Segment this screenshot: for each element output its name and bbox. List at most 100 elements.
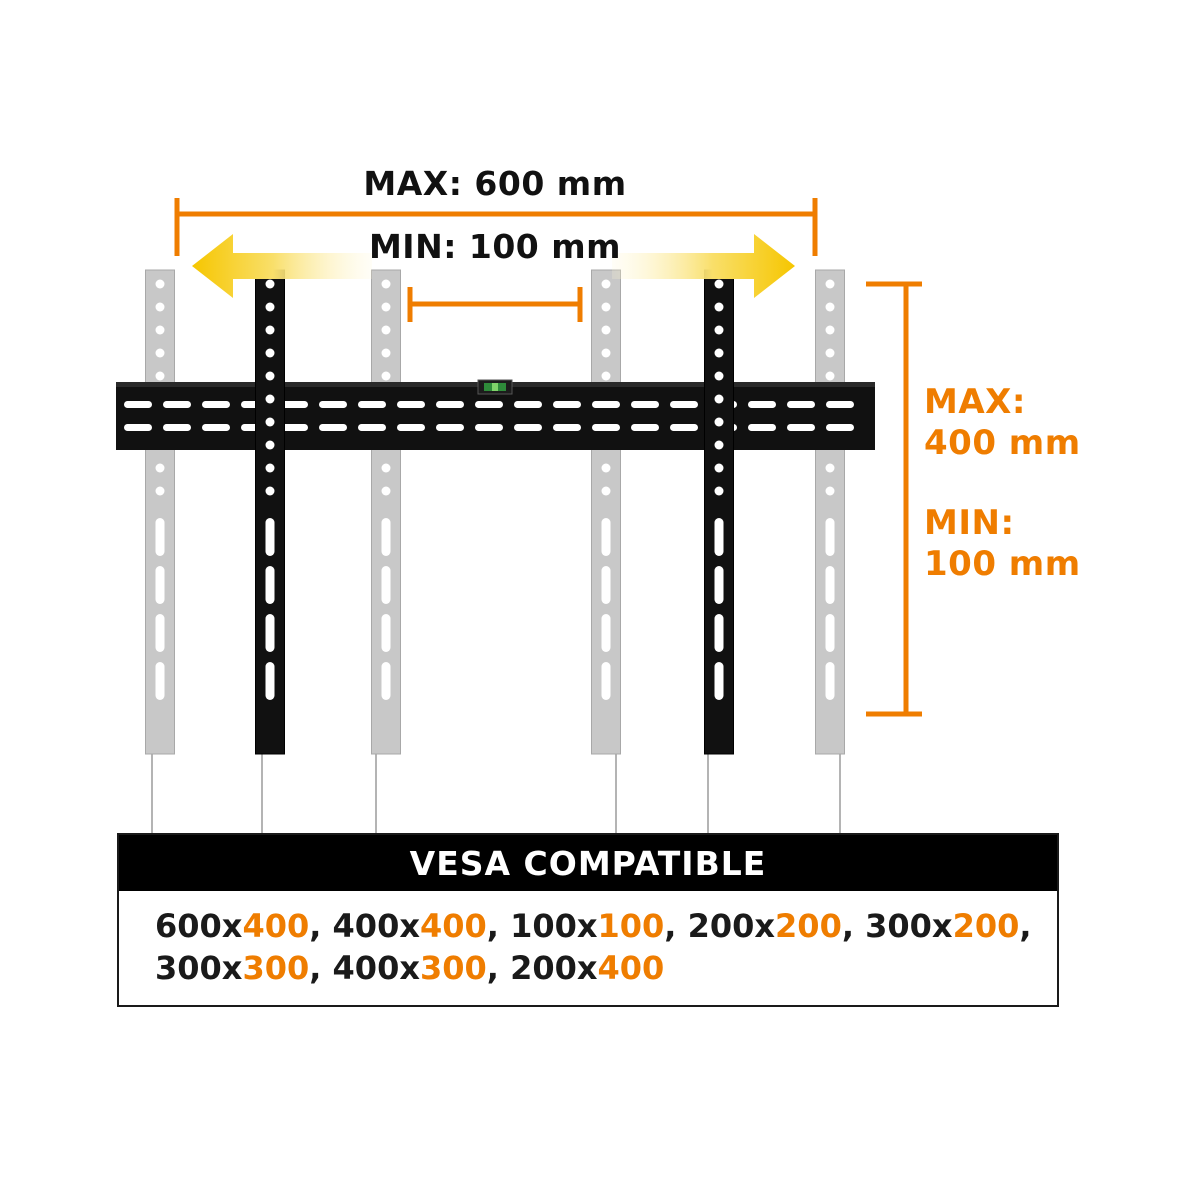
- bracket-hole: [381, 348, 391, 358]
- plate-slot: [670, 424, 698, 431]
- vesa-compatible-box: VESA COMPATIBLE 600x400, 400x400, 100x10…: [117, 833, 1059, 1007]
- bracket-slot: [381, 662, 391, 700]
- plate-slot: [787, 424, 815, 431]
- plate-slot: [514, 401, 542, 408]
- vesa-line: 600x400, 400x400, 100x100, 200x200, 300x…: [155, 905, 1057, 947]
- plate-slot: [397, 401, 425, 408]
- height-max-value: 400 mm: [924, 423, 1081, 463]
- bracket-hole: [714, 463, 724, 473]
- bracket-hole: [714, 348, 724, 358]
- height-min-label: MIN: 100 mm: [924, 503, 1081, 585]
- plate-slot: [280, 401, 308, 408]
- bracket-hole: [601, 302, 611, 312]
- bracket-hole: [714, 371, 724, 381]
- plate-slot: [319, 401, 347, 408]
- bracket-slot: [825, 518, 835, 556]
- bracket-hole: [155, 279, 165, 289]
- plate-slot: [592, 401, 620, 408]
- height-max-label: MAX: 400 mm: [924, 382, 1081, 464]
- bracket-slot: [155, 662, 165, 700]
- vesa-line: 300x300, 400x300, 200x400: [155, 947, 1057, 989]
- plate-slot: [553, 401, 581, 408]
- bracket-slot: [714, 566, 724, 604]
- vesa-size-height: 200: [775, 907, 842, 945]
- bracket-hole: [265, 325, 275, 335]
- black-bracket: [255, 269, 285, 755]
- plate-slot: [436, 424, 464, 431]
- plate-slot: [475, 424, 503, 431]
- plate-slot: [124, 424, 152, 431]
- gray-bracket: [145, 269, 175, 755]
- bracket-slot: [825, 614, 835, 652]
- bracket-hole: [714, 486, 724, 496]
- bracket-slot: [714, 614, 724, 652]
- bracket-slot: [714, 518, 724, 556]
- plate-slot: [163, 424, 191, 431]
- vesa-size-width: 300x: [155, 949, 243, 987]
- width-min-dimension: [407, 287, 583, 322]
- bracket-hole: [601, 371, 611, 381]
- plate-slot: [631, 424, 659, 431]
- plate-slot: [748, 401, 776, 408]
- vesa-size-list: 600x400, 400x400, 100x100, 200x200, 300x…: [119, 891, 1057, 989]
- width-min-label: MIN: 100 mm: [368, 227, 622, 266]
- bracket-hole: [714, 417, 724, 427]
- plate-slot: [592, 424, 620, 431]
- vesa-separator: ,: [309, 907, 333, 945]
- plate-slot: [631, 401, 659, 408]
- bracket-slot: [601, 662, 611, 700]
- vesa-size-height: 400: [242, 907, 310, 945]
- plate-slot: [202, 424, 230, 431]
- bracket-slot: [714, 662, 724, 700]
- height-max-title: MAX:: [924, 382, 1026, 422]
- vesa-size-width: 300x: [865, 907, 953, 945]
- bracket-hole: [265, 348, 275, 358]
- height-dimension: [866, 281, 922, 717]
- plate-slot: [397, 424, 425, 431]
- bracket-slot: [381, 566, 391, 604]
- plate-slot: [319, 424, 347, 431]
- width-max-label: MAX: 600 mm: [363, 164, 627, 203]
- bracket-hole: [381, 302, 391, 312]
- bracket-slot: [265, 518, 275, 556]
- bracket-hole: [601, 279, 611, 289]
- vesa-size-height: 300: [242, 949, 310, 987]
- vesa-separator: ,: [486, 907, 511, 945]
- bracket-hole: [155, 302, 165, 312]
- vesa-size-height: 200: [952, 907, 1020, 945]
- bracket-slot: [825, 662, 835, 700]
- wall-plate-slots: [124, 401, 854, 431]
- bracket-hole: [601, 486, 611, 496]
- bracket-slot: [265, 662, 275, 700]
- bracket-slot: [601, 518, 611, 556]
- bracket-slot: [155, 518, 165, 556]
- vesa-separator: ,: [664, 907, 688, 945]
- vesa-size-width: 600x: [155, 907, 243, 945]
- bracket-slot: [381, 614, 391, 652]
- bracket-hole: [825, 486, 835, 496]
- plate-slot: [514, 424, 542, 431]
- bracket-hole: [825, 302, 835, 312]
- bracket-hole: [265, 440, 275, 450]
- bracket-hole: [155, 463, 165, 473]
- gray-vertical-brackets: [145, 269, 845, 755]
- bracket-hole: [155, 348, 165, 358]
- height-min-title: MIN:: [924, 503, 1015, 543]
- bracket-slot: [155, 614, 165, 652]
- plate-slot: [163, 401, 191, 408]
- plate-slot: [826, 401, 854, 408]
- bracket-hole: [825, 279, 835, 289]
- plate-slot: [787, 401, 815, 408]
- bracket-hole: [381, 486, 391, 496]
- vesa-size-width: 400x: [332, 907, 420, 945]
- gray-bracket: [815, 269, 845, 755]
- bracket-slot: [265, 614, 275, 652]
- bracket-hole: [155, 371, 165, 381]
- vesa-size-width: 100x: [510, 907, 598, 945]
- vesa-size-height: 400: [419, 907, 487, 945]
- vesa-separator: ,: [486, 949, 511, 987]
- bracket-hole: [714, 279, 724, 289]
- bracket-hole: [714, 394, 724, 404]
- bracket-hole: [714, 302, 724, 312]
- bracket-hole: [714, 325, 724, 335]
